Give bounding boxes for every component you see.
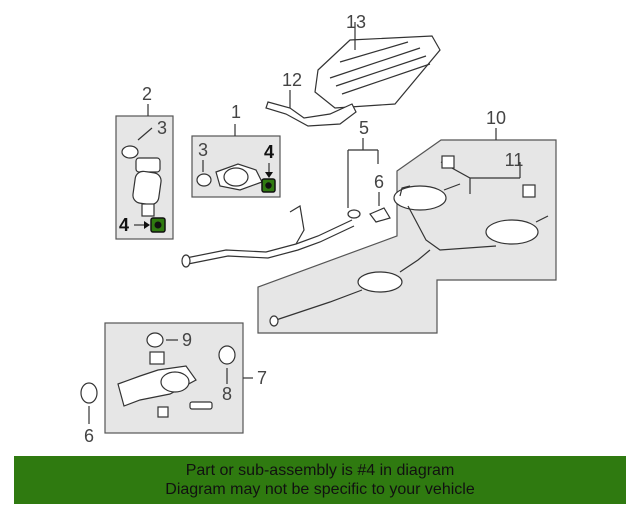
- callout-11: 11: [505, 150, 524, 170]
- part-6-gasket-upper: [369, 207, 391, 223]
- exhaust-parts-diagram: 13 12 2 3 1 3 4 4 5 6 10 11 9 7 8 6: [80, 12, 557, 446]
- callout-4b: 4: [264, 142, 274, 162]
- arrow-4a-head: [144, 221, 150, 229]
- callout-3a: 3: [157, 118, 167, 138]
- leader-3a: [137, 127, 153, 141]
- callout-1: 1: [231, 102, 241, 122]
- callout-9: 9: [182, 330, 192, 350]
- part-11-hanger-left: [441, 155, 455, 169]
- leader-5: [347, 138, 379, 208]
- callout-6b: 6: [84, 426, 94, 446]
- heat-shield-13: [314, 35, 441, 109]
- part-8-gasket: [218, 345, 236, 365]
- part-4-gasket-right: [261, 178, 276, 193]
- part-6-gasket-lower: [80, 382, 98, 404]
- part-9-gasket: [146, 332, 164, 348]
- callout-13: 13: [346, 12, 366, 32]
- part-11-hanger-right: [522, 184, 536, 198]
- part-4-gasket-left: [150, 217, 166, 233]
- part-9-gasket-inner: [149, 351, 165, 365]
- callout-7: 7: [257, 368, 267, 388]
- part-2-catalytic-converter: [121, 145, 162, 217]
- footer-banner: Part or sub-assembly is #4 in diagram Di…: [14, 456, 626, 504]
- bolt: [189, 401, 213, 410]
- callout-3b: 3: [198, 140, 208, 160]
- callout-5: 5: [359, 118, 369, 138]
- heat-shield-12: [265, 101, 357, 127]
- arrow-4b-head: [265, 172, 273, 178]
- part-1-catalytic-converter: [196, 163, 263, 191]
- callout-12: 12: [282, 70, 302, 90]
- callout-2: 2: [142, 84, 152, 104]
- callout-10: 10: [486, 108, 506, 128]
- callout-8: 8: [222, 384, 232, 404]
- intermediate-pipe: [181, 205, 361, 268]
- footer-line-2: Diagram may not be specific to your vehi…: [165, 481, 475, 498]
- footer-line-1: Part or sub-assembly is #4 in diagram: [185, 462, 455, 479]
- nut: [157, 406, 169, 418]
- part-7-catalytic-converter: [117, 351, 213, 418]
- callout-6a: 6: [374, 172, 384, 192]
- part-10-muffler-assembly: [269, 183, 549, 327]
- callout-4a: 4: [119, 215, 129, 235]
- panel-10-background: [257, 139, 557, 334]
